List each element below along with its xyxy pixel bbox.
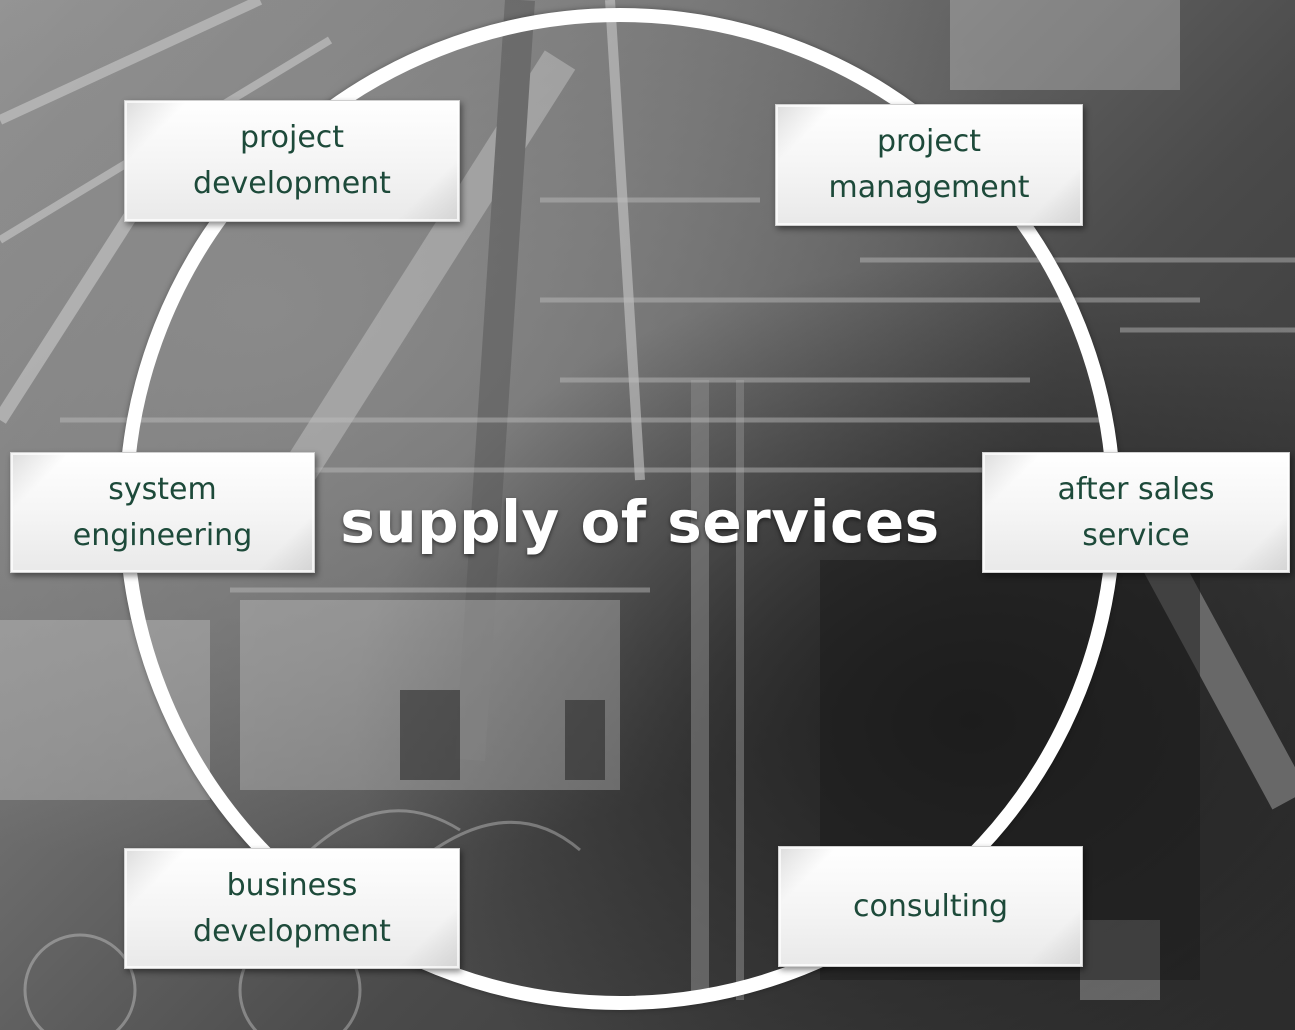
node-consulting: consulting — [778, 846, 1083, 967]
node-business-development: business development — [124, 848, 460, 969]
node-label: project development — [193, 120, 391, 201]
node-project-management: project management — [775, 104, 1083, 226]
node-label: consulting — [853, 888, 1008, 924]
node-label: business development — [193, 867, 391, 949]
node-label: after sales service — [1057, 471, 1215, 553]
node-label: project management — [828, 124, 1030, 205]
node-label: system engineering — [72, 471, 253, 553]
node-after-sales-service: after sales service — [982, 452, 1290, 573]
node-project-development: project development — [124, 100, 460, 222]
center-title: supply of services — [340, 488, 940, 556]
node-system-engineering: system engineering — [10, 452, 315, 573]
